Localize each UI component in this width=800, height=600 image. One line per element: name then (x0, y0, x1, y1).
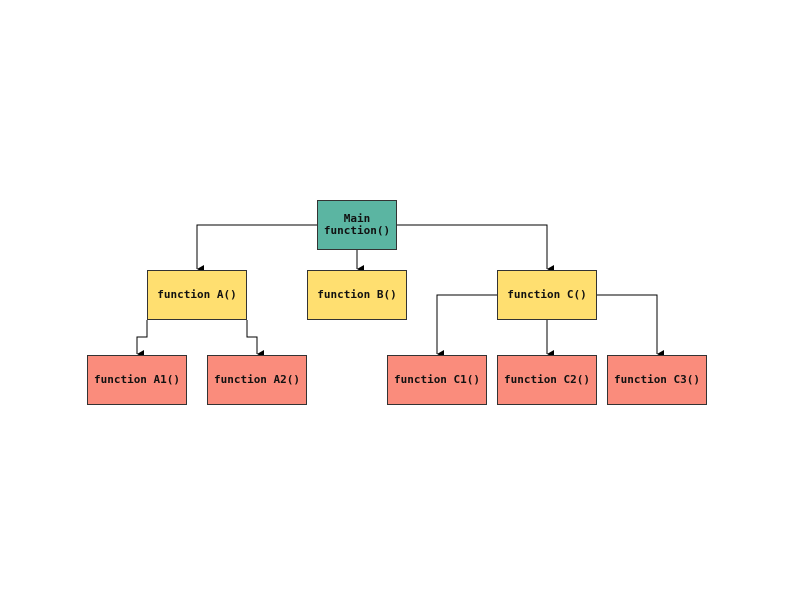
node-function-c2: function C2() (497, 355, 597, 405)
node-function-c: function C() (497, 270, 597, 320)
node-function-a1: function A1() (87, 355, 187, 405)
edge-main-to-c (397, 224, 554, 273)
node-function-a: function A() (147, 270, 247, 320)
edge-main-to-a (196, 224, 317, 273)
node-main-function: Main function() (317, 200, 397, 250)
node-function-a2: function A2() (207, 355, 307, 405)
edge-a-to-a1 (136, 320, 148, 358)
node-function-b: function B() (307, 270, 407, 320)
edge-c-to-c3 (597, 294, 664, 358)
node-function-c3: function C3() (607, 355, 707, 405)
edge-a-to-a2 (246, 320, 264, 358)
node-function-c1: function C1() (387, 355, 487, 405)
edge-c-to-c1 (436, 294, 497, 358)
